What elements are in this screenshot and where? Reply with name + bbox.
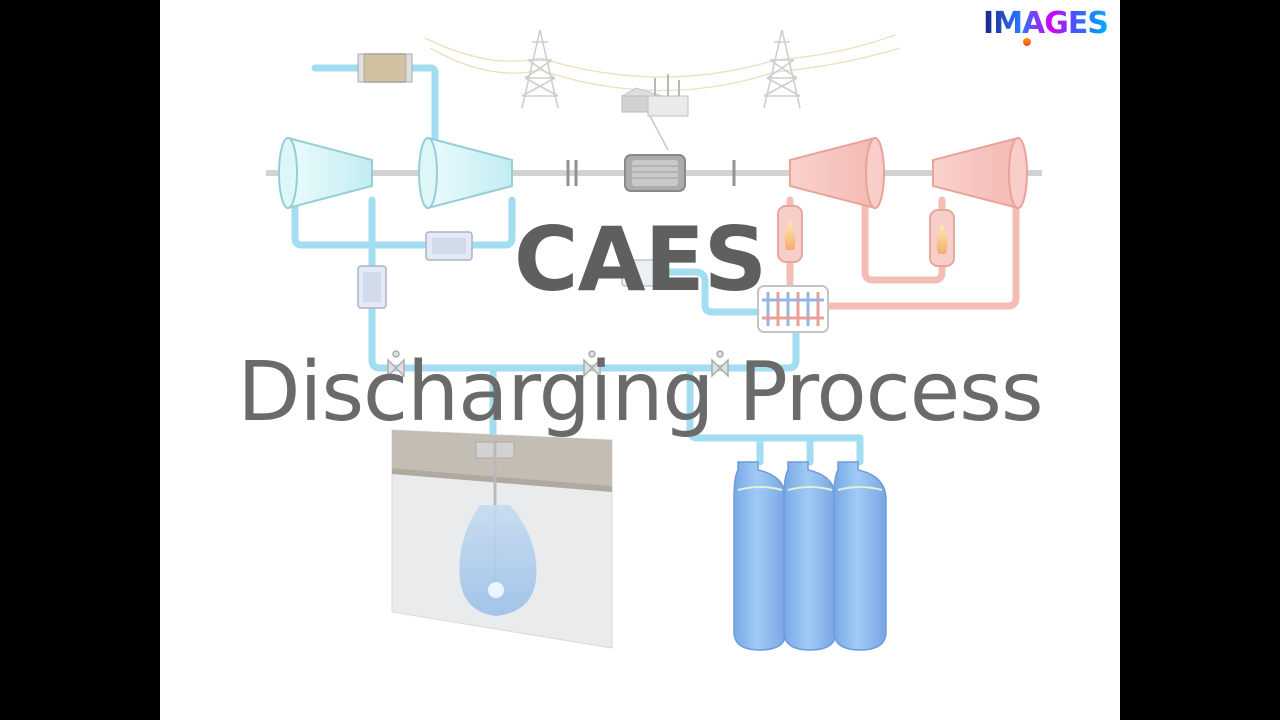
valve-icon [387,350,729,378]
combustor-icon [929,209,955,267]
slide-title: CAES [513,208,767,311]
recuperator-icon [621,259,669,287]
slide-subtitle: Discharging Process [237,345,1043,440]
turbine-icon [789,136,885,210]
intercooler-icon [425,231,473,261]
transformer-icon [620,74,689,151]
shaft-coupling [566,160,736,186]
motor-generator-icon [624,154,686,192]
logo-dot-icon [1023,38,1032,46]
air-tank-icon [783,461,837,651]
combustor-icon [777,205,803,263]
slide: IMAGES CAES Discharging Process [160,0,1120,720]
filter-icon [357,53,413,83]
transmission-tower-icon [763,29,801,109]
logo-text: IMAGES [983,6,1109,41]
compressor-icon [278,136,373,210]
air-tank-icon [833,461,887,651]
compressor-icon [418,136,513,210]
images-logo: IMAGES [983,6,1109,46]
cold-air-piping [291,64,864,466]
air-tank-icon [733,461,787,651]
caes-schematic [160,0,1120,720]
transmission-tower-icon [521,29,559,109]
underground-cavern-icon [391,429,613,649]
intercooler-icon [357,265,387,309]
power-lines [424,34,901,92]
heat-exchanger-icon [757,285,829,333]
hot-air-piping [786,181,1020,310]
turbine-icon [932,136,1028,210]
